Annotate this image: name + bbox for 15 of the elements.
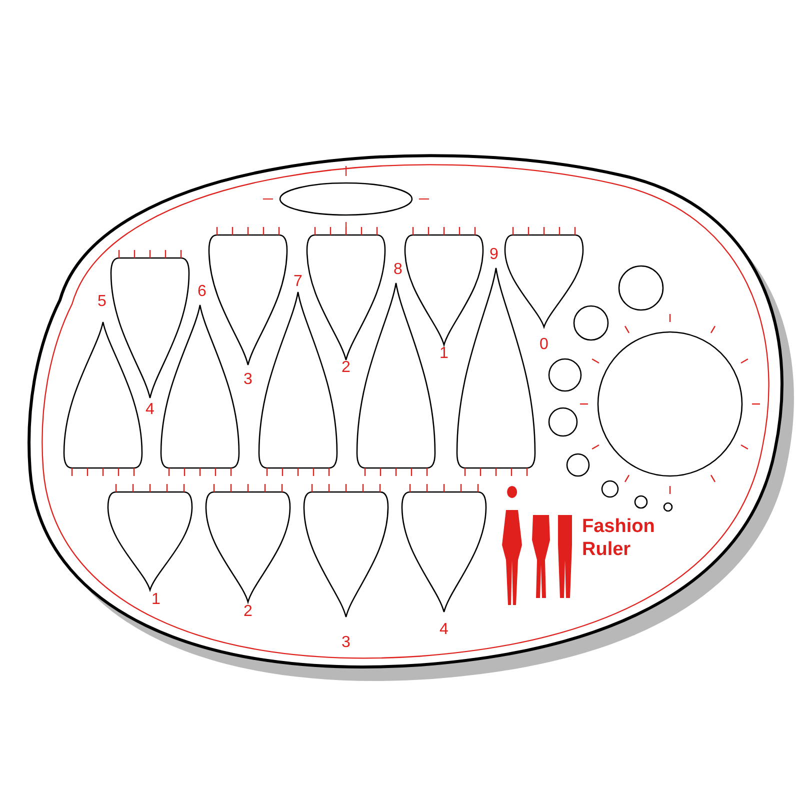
number-label: 3 bbox=[244, 372, 252, 388]
number-label: 2 bbox=[342, 360, 350, 376]
number-label: 7 bbox=[294, 274, 302, 290]
number-label: 5 bbox=[98, 294, 106, 310]
number-label: 0 bbox=[540, 337, 548, 353]
number-label: 1 bbox=[152, 592, 160, 608]
number-label: 4 bbox=[440, 622, 448, 638]
number-label: 9 bbox=[490, 247, 498, 263]
number-label: 3 bbox=[342, 635, 350, 651]
number-label: 6 bbox=[198, 284, 206, 300]
number-label: 2 bbox=[244, 604, 252, 620]
number-label: 1 bbox=[440, 346, 448, 362]
ruler-title: Fashion Ruler bbox=[582, 515, 656, 561]
number-label: 8 bbox=[394, 262, 402, 278]
number-label: 4 bbox=[146, 402, 154, 418]
